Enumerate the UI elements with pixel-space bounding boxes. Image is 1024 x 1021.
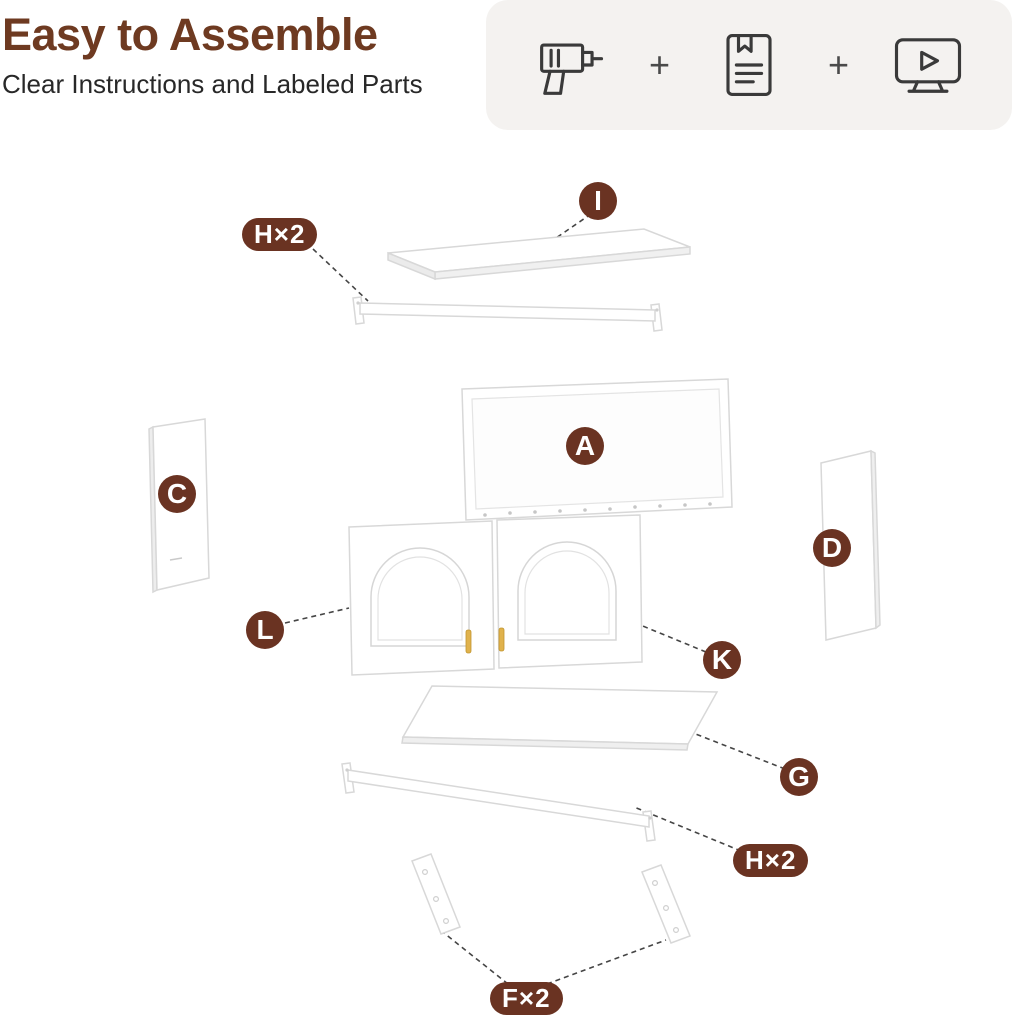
- door-handle-right: [498, 627, 505, 652]
- part-shelf: [401, 685, 719, 751]
- part-door-right: [496, 514, 643, 669]
- part-bracket-right: [641, 864, 691, 944]
- assembly-aids-panel: + +: [486, 0, 1012, 130]
- part-label-a: A: [566, 427, 604, 465]
- part-rail-bottom: [341, 762, 656, 842]
- door-handle-left: [465, 629, 472, 654]
- part-label-l: L: [246, 611, 284, 649]
- part-label-g: G: [780, 758, 818, 796]
- part-label-i: I: [579, 182, 617, 220]
- plus-sign: +: [648, 44, 671, 85]
- part-label-d: D: [813, 529, 851, 567]
- part-door-left: [348, 520, 495, 676]
- instruction-manual-icon: [707, 23, 791, 107]
- part-rail-top: [352, 296, 663, 332]
- part-label-c: C: [158, 475, 196, 513]
- back-panel-holes: [483, 502, 712, 517]
- video-tutorial-icon: [886, 23, 970, 107]
- page-subtitle: Clear Instructions and Labeled Parts: [2, 68, 423, 99]
- part-top-panel: [387, 228, 691, 281]
- page-title: Easy to Assemble: [2, 9, 378, 60]
- part-bracket-left: [411, 853, 461, 935]
- drill-icon: [528, 23, 612, 107]
- part-label-h-bottom: H×2: [733, 844, 809, 877]
- leader-lines: [284, 213, 786, 985]
- part-label-f: F×2: [490, 982, 563, 1015]
- plus-sign: +: [827, 44, 850, 85]
- part-label-k: K: [703, 641, 741, 679]
- part-label-h-top: H×2: [242, 218, 318, 251]
- header: Easy to Assemble Clear Instructions and …: [2, 10, 423, 100]
